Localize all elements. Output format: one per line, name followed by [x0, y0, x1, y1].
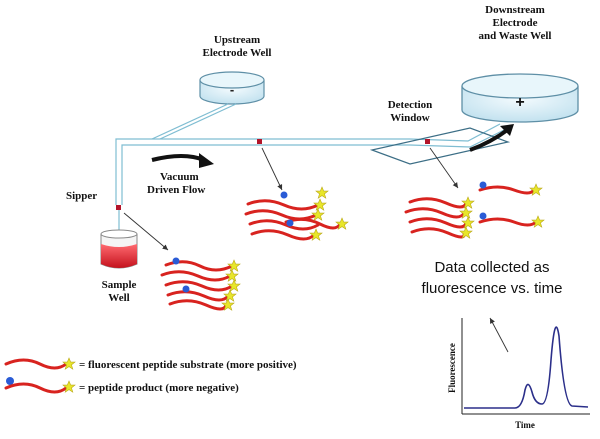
- inset-y-label: Fluorescence: [447, 343, 457, 393]
- sample-label-line1: Sample: [102, 279, 137, 291]
- sample-plug-channel: [257, 139, 262, 144]
- vacuum-flow-arrowhead: [199, 153, 214, 168]
- legend-substrate: = fluorescent peptide substrate (more po…: [4, 357, 297, 371]
- vacuum-flow-arrow: [151, 154, 205, 162]
- legend-product-label: = peptide product (more negative): [79, 382, 239, 394]
- legend-product-peptide: [4, 382, 68, 394]
- detection-label-line2: Window: [390, 112, 430, 124]
- flow-arrowhead-downstream: [500, 124, 514, 136]
- main-channel: [115, 123, 505, 205]
- downstream-label-line1: Downstream: [485, 4, 545, 16]
- legend-substrate-label: = fluorescent peptide substrate (more po…: [79, 359, 297, 371]
- peptide-cluster-sample: [160, 260, 234, 311]
- upstream-sign: -: [230, 82, 234, 97]
- inset-x-label: Time: [515, 420, 535, 430]
- pointer-lines: [123, 147, 509, 353]
- charge-beads-sample: [172, 257, 190, 293]
- legend-substrate-peptide: [4, 358, 68, 370]
- sample-plug-sipper: [116, 205, 121, 210]
- upstream-channel: [151, 103, 237, 140]
- upstream-electrode-well: -: [199, 71, 265, 105]
- detection-label-line1: Detection: [388, 99, 433, 111]
- sample-well: [100, 229, 138, 269]
- data-caption-line2: fluorescence vs. time: [422, 280, 563, 297]
- legend-substrate-fluorophore-icon: [62, 357, 76, 370]
- vacuum-label-line2: Driven Flow: [147, 184, 205, 196]
- charge-beads-channel: [280, 191, 294, 227]
- legend: = fluorescent peptide substrate (more po…: [4, 357, 297, 394]
- upstream-label-line2: Electrode Well: [203, 47, 272, 59]
- data-caption-line1: Data collected as: [434, 259, 549, 276]
- fluorophores-channel: [309, 186, 349, 241]
- sipper-label: Sipper: [66, 190, 97, 202]
- peptide-cluster-channel: [244, 199, 342, 241]
- downstream-sign: +: [515, 94, 524, 111]
- downstream-electrode-well: +: [461, 73, 579, 123]
- downstream-label-line3: and Waste Well: [479, 30, 552, 42]
- sample-label-line2: Well: [108, 292, 129, 304]
- flow-arrow-downstream: [469, 126, 512, 152]
- charge-beads-detection: [479, 181, 487, 220]
- fluorescence-inset-chart: Time Fluorescence: [447, 318, 590, 430]
- sample-plug-detection: [425, 139, 430, 144]
- upstream-label-line1: Upstream: [214, 34, 260, 46]
- vacuum-label-line1: Vacuum: [160, 171, 199, 183]
- legend-product-bead-icon: [6, 377, 14, 385]
- downstream-label-line2: Electrode: [492, 17, 537, 29]
- peptide-cluster-detection: [404, 185, 538, 239]
- fluorescence-trace: [464, 326, 589, 409]
- legend-product: = peptide product (more negative): [4, 377, 239, 394]
- detection-window: [369, 127, 511, 165]
